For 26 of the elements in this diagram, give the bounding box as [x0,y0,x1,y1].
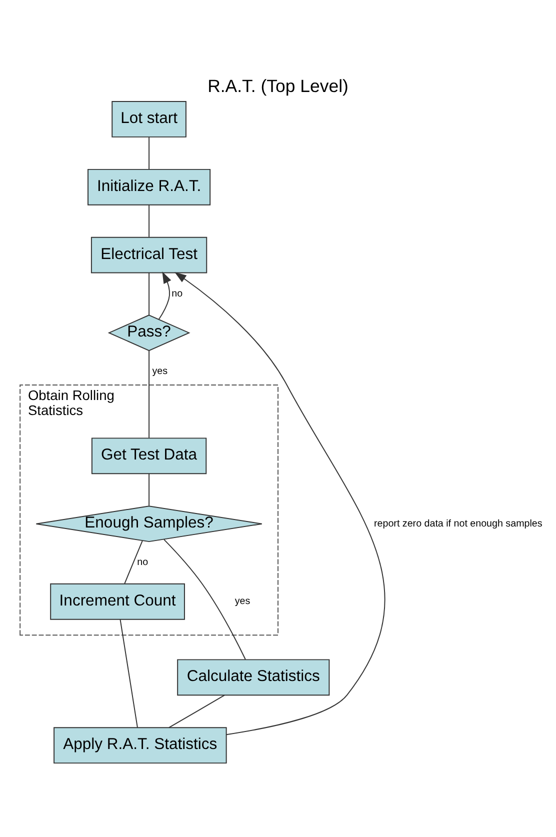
node-box: Lot start [112,101,186,138]
edge-label: no [137,557,148,568]
connector [148,136,150,170]
connector [124,540,143,584]
node-diamond: Enough Samples? [36,506,262,542]
node-box: Get Test Data [91,438,207,474]
connector [164,539,246,660]
connector [148,350,150,438]
connector [148,272,150,316]
connector [148,204,150,238]
diagram-title: R.A.T. (Top Level) [208,76,348,96]
edge-label: no [172,288,183,300]
node-diamond: Pass? [108,314,190,352]
edge-label: report zero data if not enough samples [374,518,542,530]
edge-label: yes [152,366,168,378]
connector [148,473,150,506]
connector [120,618,138,728]
arrow [174,272,386,736]
node-box: Initialize R.A.T. [88,168,211,206]
connector [168,694,226,728]
node-box: Calculate Statistics [177,659,330,696]
node-box: Increment Count [50,583,185,620]
node-box: Electrical Test [90,236,208,274]
edge-label: yes [234,596,250,608]
arrow [158,272,172,320]
node-box: Apply R.A.T. Statistics [54,727,227,764]
